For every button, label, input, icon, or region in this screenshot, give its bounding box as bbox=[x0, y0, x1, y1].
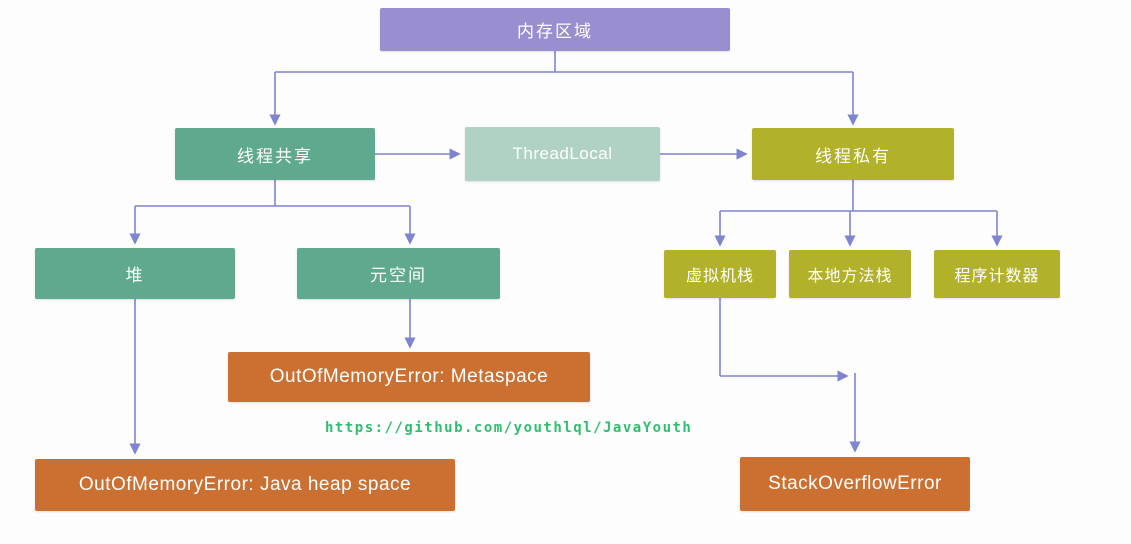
node-oom-metaspace: OutOfMemoryError: Metaspace bbox=[228, 352, 590, 402]
node-heap: 堆 bbox=[35, 248, 235, 299]
node-metaspace-label: 元空间 bbox=[370, 266, 427, 285]
node-native-method-stack: 本地方法栈 bbox=[789, 250, 911, 298]
node-thread-shared-label: 线程共享 bbox=[237, 146, 313, 166]
node-memory-area: 内存区域 bbox=[380, 8, 730, 51]
node-threadlocal-label: ThreadLocal bbox=[512, 144, 613, 163]
node-vm-stack-label: 虚拟机栈 bbox=[685, 268, 754, 285]
node-thread-shared: 线程共享 bbox=[175, 128, 375, 180]
node-thread-private: 线程私有 bbox=[752, 128, 954, 180]
node-memory-area-label: 内存区域 bbox=[517, 22, 593, 41]
node-oom-heap-label: OutOfMemoryError: Java heap space bbox=[78, 474, 412, 495]
node-stack-overflow: StackOverflowError bbox=[740, 457, 970, 511]
node-metaspace: 元空间 bbox=[297, 248, 500, 299]
node-heap-label: 堆 bbox=[125, 266, 145, 285]
node-stack-overflow-label: StackOverflowError bbox=[768, 473, 942, 494]
node-oom-metaspace-label: OutOfMemoryError: Metaspace bbox=[269, 366, 549, 387]
node-program-counter: 程序计数器 bbox=[934, 250, 1060, 298]
node-thread-private-label: 线程私有 bbox=[815, 146, 891, 166]
node-vm-stack: 虚拟机栈 bbox=[664, 250, 776, 298]
node-native-method-stack-label: 本地方法栈 bbox=[807, 268, 893, 285]
node-program-counter-label: 程序计数器 bbox=[954, 268, 1040, 285]
node-threadlocal: ThreadLocal bbox=[465, 127, 660, 181]
node-oom-heap: OutOfMemoryError: Java heap space bbox=[35, 459, 455, 511]
watermark-url: https://github.com/youthlql/JavaYouth bbox=[325, 420, 693, 436]
